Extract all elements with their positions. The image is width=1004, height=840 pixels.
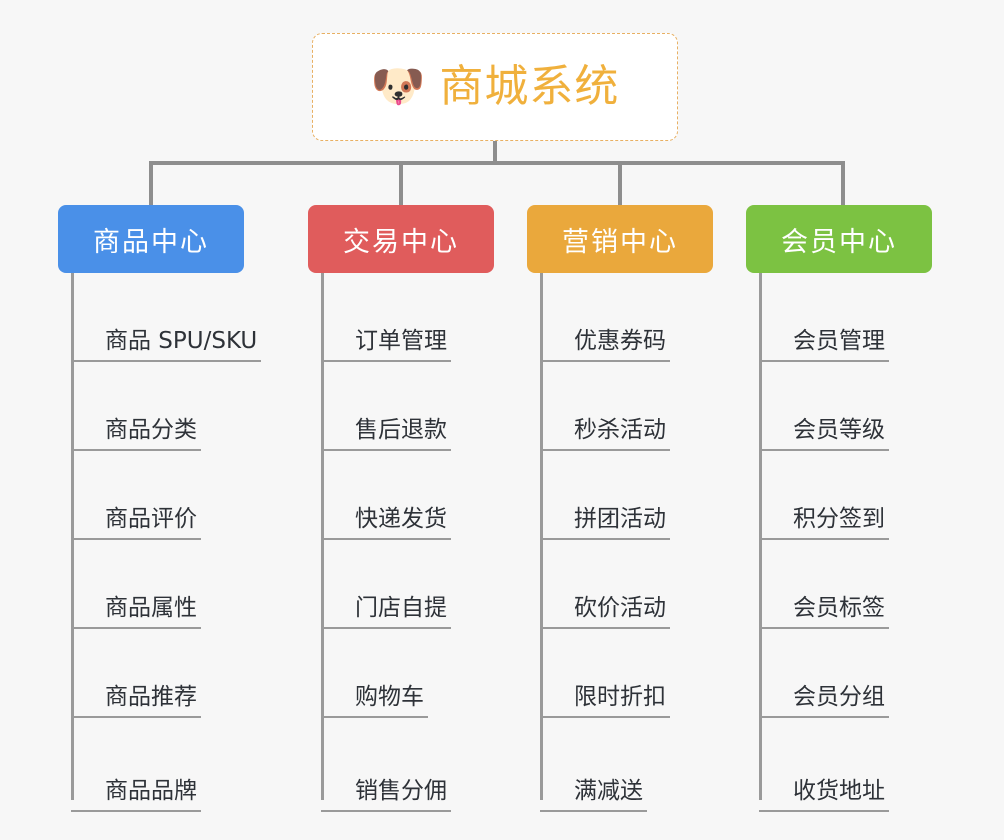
leaf-item[interactable]: 会员管理: [759, 273, 889, 362]
leaf-label: 限时折扣: [540, 686, 670, 718]
branch-column-交易中心: 交易中心 订单管理 售后退款 快递发货 门店自提 购物车 销售分佣: [308, 205, 494, 812]
horizontal-bus-connector: [149, 161, 845, 165]
branch-spine-2: [540, 273, 543, 800]
leaf-item[interactable]: 商品推荐: [71, 629, 261, 718]
leaf-label: 商品分类: [71, 419, 201, 451]
leaf-item[interactable]: 商品评价: [71, 451, 261, 540]
leaf-label: 商品 SPU/SKU: [71, 330, 262, 362]
branch-header-2[interactable]: 营销中心: [527, 205, 713, 273]
leaf-label: 收货地址: [759, 780, 889, 812]
leaf-label: 商品评价: [71, 508, 201, 540]
branch-header-1[interactable]: 交易中心: [308, 205, 494, 273]
leaf-label: 商品推荐: [71, 686, 201, 718]
leaf-item[interactable]: 拼团活动: [540, 451, 670, 540]
branch-header-label-2: 营销中心: [562, 226, 678, 258]
branch-column-营销中心: 营销中心 优惠券码 秒杀活动 拼团活动 砍价活动 限时折扣 满减送: [527, 205, 713, 812]
leaf-label: 会员标签: [759, 597, 889, 629]
leaf-item[interactable]: 快递发货: [321, 451, 451, 540]
branch-header-3[interactable]: 会员中心: [746, 205, 932, 273]
leaf-label: 优惠券码: [540, 330, 670, 362]
leaf-item[interactable]: 会员等级: [759, 362, 889, 451]
leaf-item[interactable]: 商品 SPU/SKU: [71, 273, 262, 362]
leaf-label: 商品属性: [71, 597, 201, 629]
leaf-item[interactable]: 购物车: [321, 629, 451, 718]
branch-spine-3: [759, 273, 762, 800]
leaf-item[interactable]: 商品分类: [71, 362, 261, 451]
root-node-title: 商城系统: [439, 60, 620, 112]
branch-column-商品中心: 商品中心 商品 SPU/SKU 商品分类 商品评价 商品属性 商品推荐 商品品牌: [58, 205, 262, 812]
branch-spine-0: [71, 273, 74, 800]
branch-spine-1: [321, 273, 324, 800]
branch-drop-connector-3: [841, 161, 845, 205]
leaf-label: 销售分佣: [321, 780, 451, 812]
leaf-label: 购物车: [321, 686, 428, 718]
branch-header-label-3: 会员中心: [781, 226, 897, 258]
leaf-label: 会员管理: [759, 330, 889, 362]
branch-leaf-list-3: 会员管理 会员等级 积分签到 会员标签 会员分组 收货地址: [759, 273, 889, 812]
branch-header-0[interactable]: 商品中心: [58, 205, 244, 273]
leaf-label: 商品品牌: [71, 780, 201, 812]
leaf-label: 砍价活动: [540, 597, 670, 629]
branch-leaf-list-2: 优惠券码 秒杀活动 拼团活动 砍价活动 限时折扣 满减送: [540, 273, 670, 812]
leaf-item[interactable]: 积分签到: [759, 451, 889, 540]
leaf-item[interactable]: 秒杀活动: [540, 362, 670, 451]
leaf-item[interactable]: 门店自提: [321, 540, 451, 629]
leaf-label: 售后退款: [321, 419, 451, 451]
leaf-item[interactable]: 商品品牌: [71, 718, 261, 812]
leaf-item[interactable]: 优惠券码: [540, 273, 670, 362]
leaf-item[interactable]: 销售分佣: [321, 718, 451, 812]
leaf-item[interactable]: 砍价活动: [540, 540, 670, 629]
leaf-item[interactable]: 会员标签: [759, 540, 889, 629]
leaf-label: 会员等级: [759, 419, 889, 451]
branch-header-label-1: 交易中心: [343, 226, 459, 258]
leaf-item[interactable]: 会员分组: [759, 629, 889, 718]
branch-drop-connector-2: [618, 161, 622, 205]
branch-leaf-list-1: 订单管理 售后退款 快递发货 门店自提 购物车 销售分佣: [321, 273, 451, 812]
branch-drop-connector-1: [399, 161, 403, 205]
leaf-item[interactable]: 商品属性: [71, 540, 261, 629]
leaf-label: 门店自提: [321, 597, 451, 629]
shiba-dog-face-icon: 🐶: [370, 61, 426, 112]
leaf-item[interactable]: 订单管理: [321, 273, 451, 362]
leaf-item[interactable]: 限时折扣: [540, 629, 670, 718]
leaf-item[interactable]: 收货地址: [759, 718, 889, 812]
leaf-label: 快递发货: [321, 508, 451, 540]
branch-drop-connector-0: [149, 161, 153, 205]
branch-leaf-list-0: 商品 SPU/SKU 商品分类 商品评价 商品属性 商品推荐 商品品牌: [71, 273, 262, 812]
branch-column-会员中心: 会员中心 会员管理 会员等级 积分签到 会员标签 会员分组 收货地址: [746, 205, 932, 812]
leaf-label: 拼团活动: [540, 508, 670, 540]
root-stem-connector: [493, 141, 497, 164]
root-node[interactable]: 🐶 商城系统: [312, 33, 678, 141]
leaf-label: 订单管理: [321, 330, 451, 362]
leaf-label: 积分签到: [759, 508, 889, 540]
leaf-item[interactable]: 售后退款: [321, 362, 451, 451]
leaf-label: 会员分组: [759, 686, 889, 718]
leaf-label: 秒杀活动: [540, 419, 670, 451]
leaf-label: 满减送: [540, 780, 647, 812]
branch-header-label-0: 商品中心: [93, 226, 209, 258]
leaf-item[interactable]: 满减送: [540, 718, 670, 812]
